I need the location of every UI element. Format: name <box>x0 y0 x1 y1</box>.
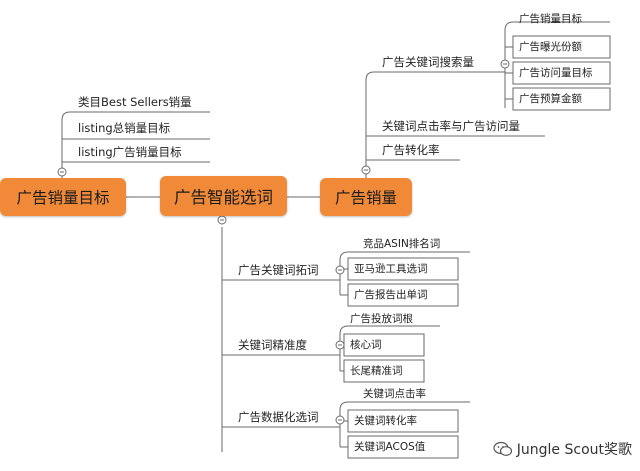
watermark: Jungle Scout奖歌 <box>493 439 632 459</box>
node-left[interactable]: 广告销量目标 <box>0 178 126 216</box>
watermark-text: Jungle Scout奖歌 <box>516 442 632 458</box>
node-center[interactable]: 广告智能选词 <box>160 176 287 216</box>
bottom-branch-expand[interactable]: 广告关键词拓词 <box>238 263 319 277</box>
sub-line-data-1 <box>339 401 470 427</box>
precision-child-2[interactable]: 核心词 <box>350 339 382 351</box>
sub-line-search-1 <box>504 21 610 72</box>
wechat-icon <box>493 441 512 456</box>
data-child-2[interactable]: 关键词转化率 <box>354 415 417 427</box>
bottom-branch-precision[interactable]: 关键词精准度 <box>238 338 307 352</box>
precision-child-1[interactable]: 广告投放词根 <box>350 313 413 325</box>
search-child-1[interactable]: 广告销量目标 <box>519 13 582 25</box>
expand-child-2[interactable]: 亚马逊工具选词 <box>354 263 428 275</box>
data-child-1[interactable]: 关键词点击率 <box>363 388 426 400</box>
node-right[interactable]: 广告销量 <box>320 178 412 216</box>
left-branch-3[interactable]: listing广告销量目标 <box>78 145 182 159</box>
left-branch-1[interactable]: 类目Best Sellers销量 <box>78 95 192 109</box>
branch-line-left-1 <box>61 111 210 180</box>
search-child-3[interactable]: 广告访问量目标 <box>519 67 593 79</box>
branch-line-right-1 <box>365 71 505 178</box>
expand-child-1[interactable]: 竞品ASIN排名词 <box>363 238 441 250</box>
search-child-4[interactable]: 广告预算金额 <box>519 93 582 105</box>
data-child-3[interactable]: 关键词ACOS值 <box>354 441 426 453</box>
sub-line-expand-1 <box>339 251 470 280</box>
expand-child-3[interactable]: 广告报告出单词 <box>354 289 428 301</box>
precision-child-3[interactable]: 长尾精准词 <box>350 365 403 377</box>
bottom-branch-data[interactable]: 广告数据化选词 <box>238 410 319 424</box>
right-branch-ctr[interactable]: 关键词点击率与广告访问量 <box>382 119 520 133</box>
sub-line-precision-1 <box>339 325 440 355</box>
left-branch-2[interactable]: listing总销量目标 <box>78 121 171 135</box>
right-branch-search-volume[interactable]: 广告关键词搜索量 <box>382 55 474 69</box>
right-branch-conversion[interactable]: 广告转化率 <box>382 143 440 157</box>
search-child-2[interactable]: 广告曝光份额 <box>519 41 582 53</box>
